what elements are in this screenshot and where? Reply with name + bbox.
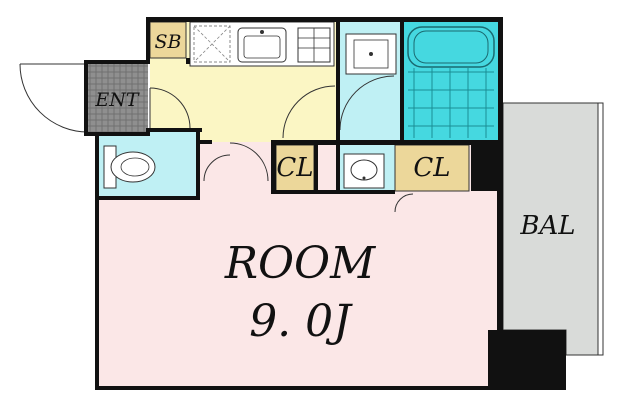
room-name-label: ROOM [224, 238, 376, 289]
bathtub [407, 26, 495, 68]
balcony-rail [597, 102, 604, 356]
bathroom-tiles [408, 68, 494, 138]
washroom-door-swing [394, 193, 414, 213]
shoe-box-label: SB [155, 31, 182, 53]
kitchen-door-swing [149, 87, 191, 129]
bathtub-inner [413, 30, 489, 64]
balcony-label: BAL [519, 211, 575, 241]
walls [84, 17, 566, 390]
closet-door-swing [282, 85, 336, 139]
room-door-swing [203, 142, 269, 182]
kitchen-counter [189, 21, 335, 67]
closet-right-label: CL [413, 153, 450, 183]
room-size-label: 9. 0J [249, 296, 353, 347]
bathroom-door-swing [339, 75, 395, 131]
washbasin-icon [343, 153, 385, 189]
entrance-label: ENT [94, 89, 139, 111]
closet-left-label: CL [276, 153, 313, 183]
closet-right [394, 144, 470, 192]
sink-icon [237, 27, 287, 63]
washing-machine-icon [345, 33, 397, 75]
toilet-icon [103, 145, 156, 189]
entrance-floor-texture [88, 64, 148, 132]
entrance-door-swing [19, 63, 89, 133]
